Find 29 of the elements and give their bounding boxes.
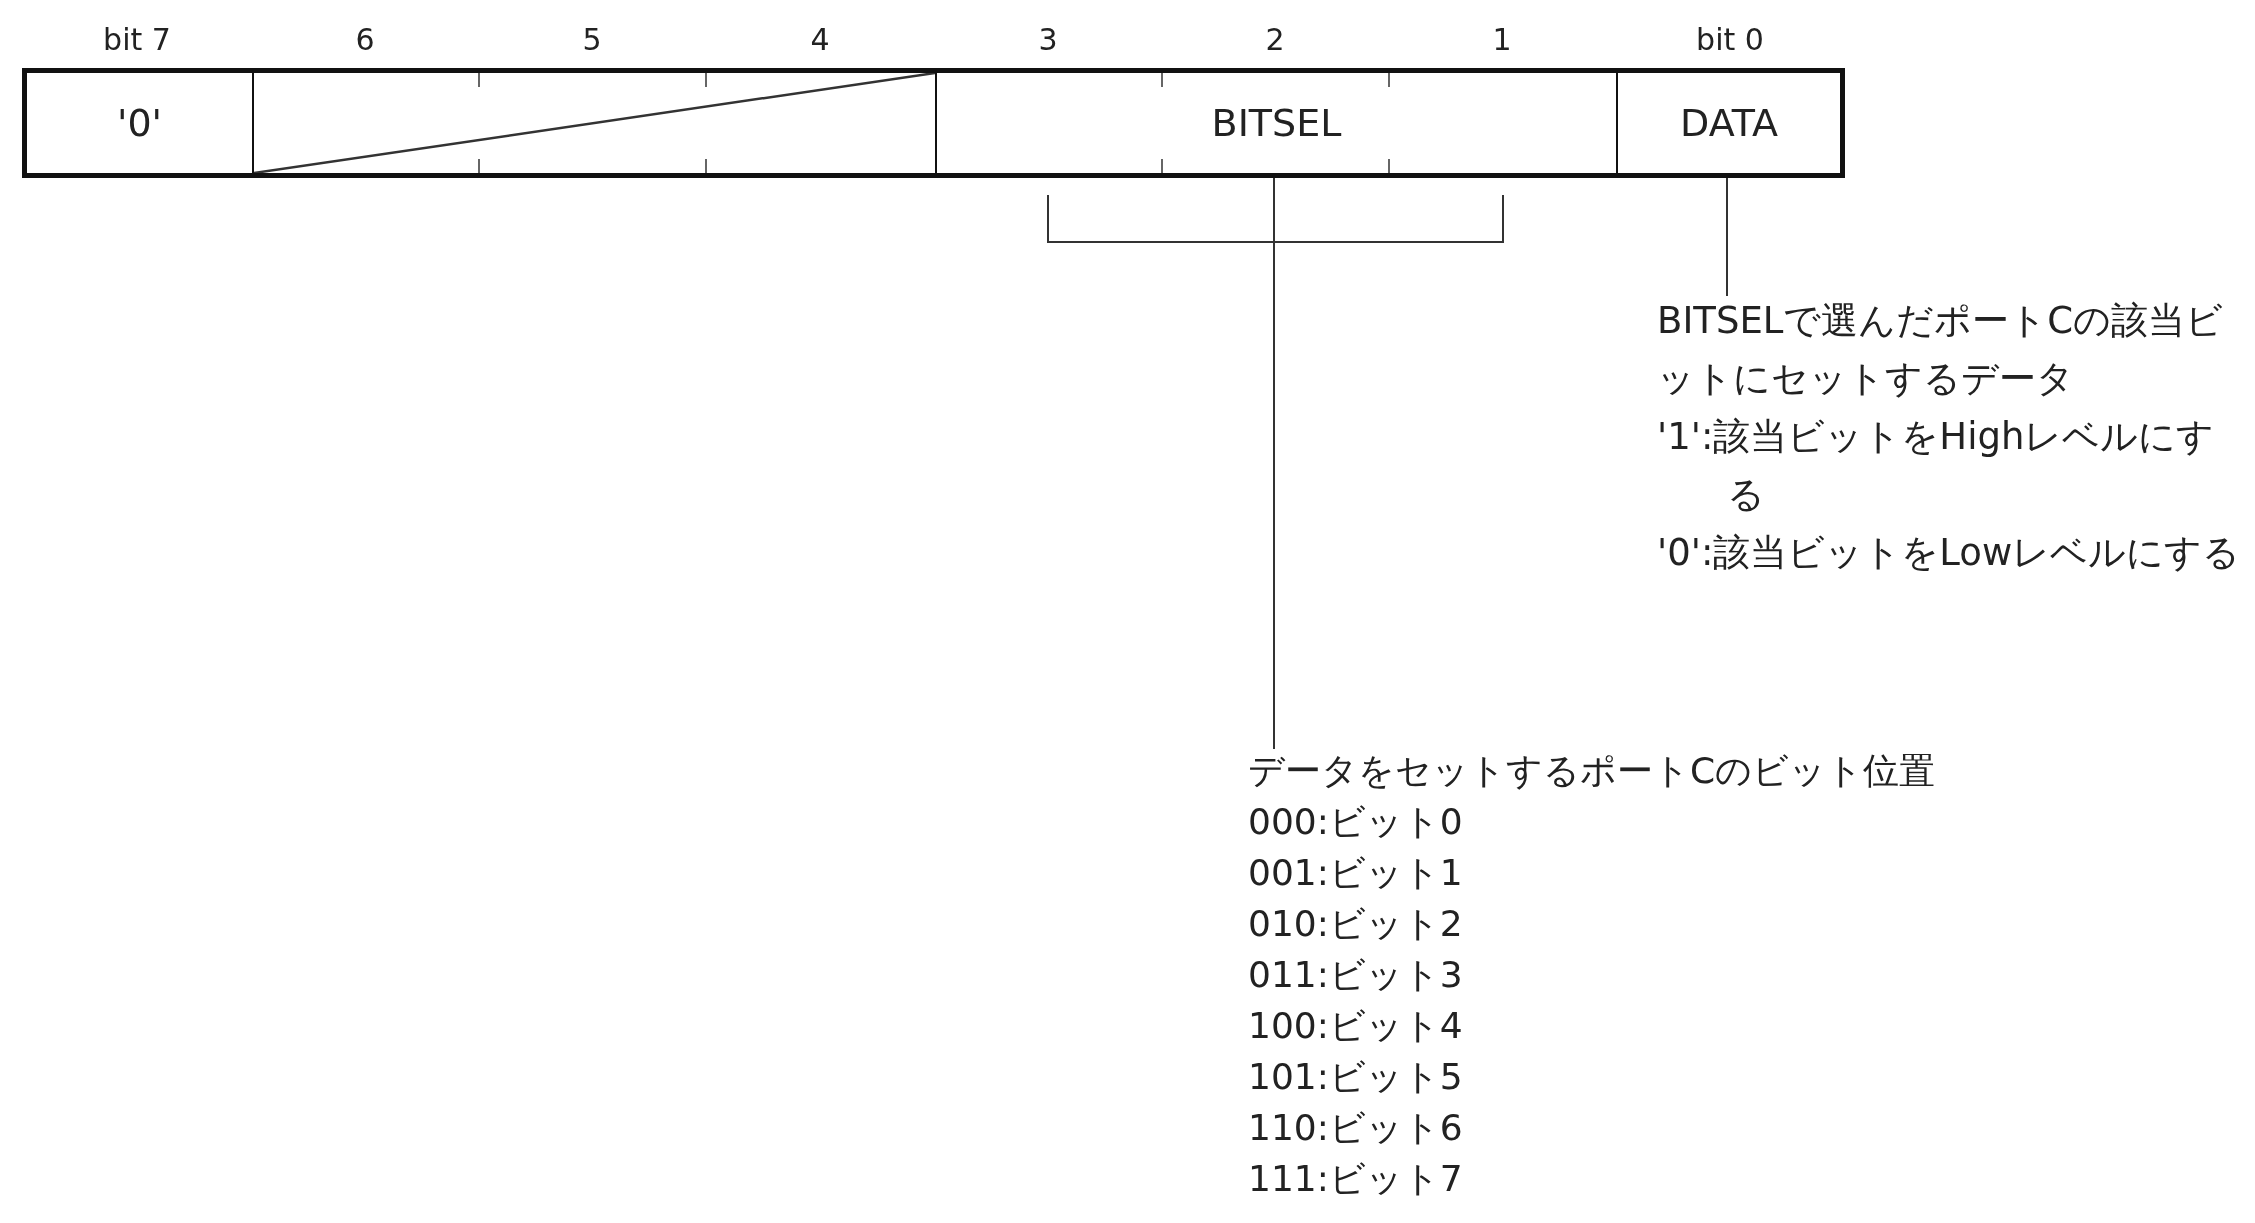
register-field <box>22 68 252 178</box>
field-label: '0' <box>116 101 163 145</box>
description-text: BITSELで選んだポートCの該当ビットにセットするデータ <box>1657 298 2225 402</box>
bit-code-item: 101:ビット5 <box>1248 1055 1464 1099</box>
value-description: '0':該当ビットをLowレベルにする <box>1657 530 2242 576</box>
register-field <box>935 68 1616 178</box>
leader-line <box>1273 177 1275 750</box>
unused-bits-field <box>252 68 935 178</box>
bit-number: bit 7 <box>103 22 171 57</box>
bit-code-item: 010:ビット2 <box>1248 902 1464 946</box>
bit-number: 4 <box>810 22 830 57</box>
bit-code-item: 011:ビット3 <box>1248 953 1464 997</box>
bit-number: 5 <box>582 22 602 57</box>
bit-code-item: 110:ビット6 <box>1248 1106 1464 1150</box>
bit-code-item: 100:ビット4 <box>1248 1004 1464 1048</box>
bit-code-item: 111:ビット7 <box>1248 1157 1464 1201</box>
value-description: '1':該当ビットをHighレベルにする <box>1657 414 2216 518</box>
field-label: BITSEL <box>1211 101 1342 145</box>
bit-number: 3 <box>1038 22 1058 57</box>
bit-number: bit 0 <box>1696 22 1764 57</box>
bit-code-item: 001:ビット1 <box>1248 851 1464 895</box>
bit-code-item: 000:ビット0 <box>1248 800 1464 844</box>
leader-line <box>1726 177 1728 297</box>
bit-number: 1 <box>1492 22 1512 57</box>
field-label: DATA <box>1680 101 1778 145</box>
description-text: データをセットするポートCのビット位置 <box>1248 749 1937 793</box>
bit-number: 6 <box>355 22 375 57</box>
register-field <box>1616 68 1845 178</box>
bit-number: 2 <box>1265 22 1285 57</box>
